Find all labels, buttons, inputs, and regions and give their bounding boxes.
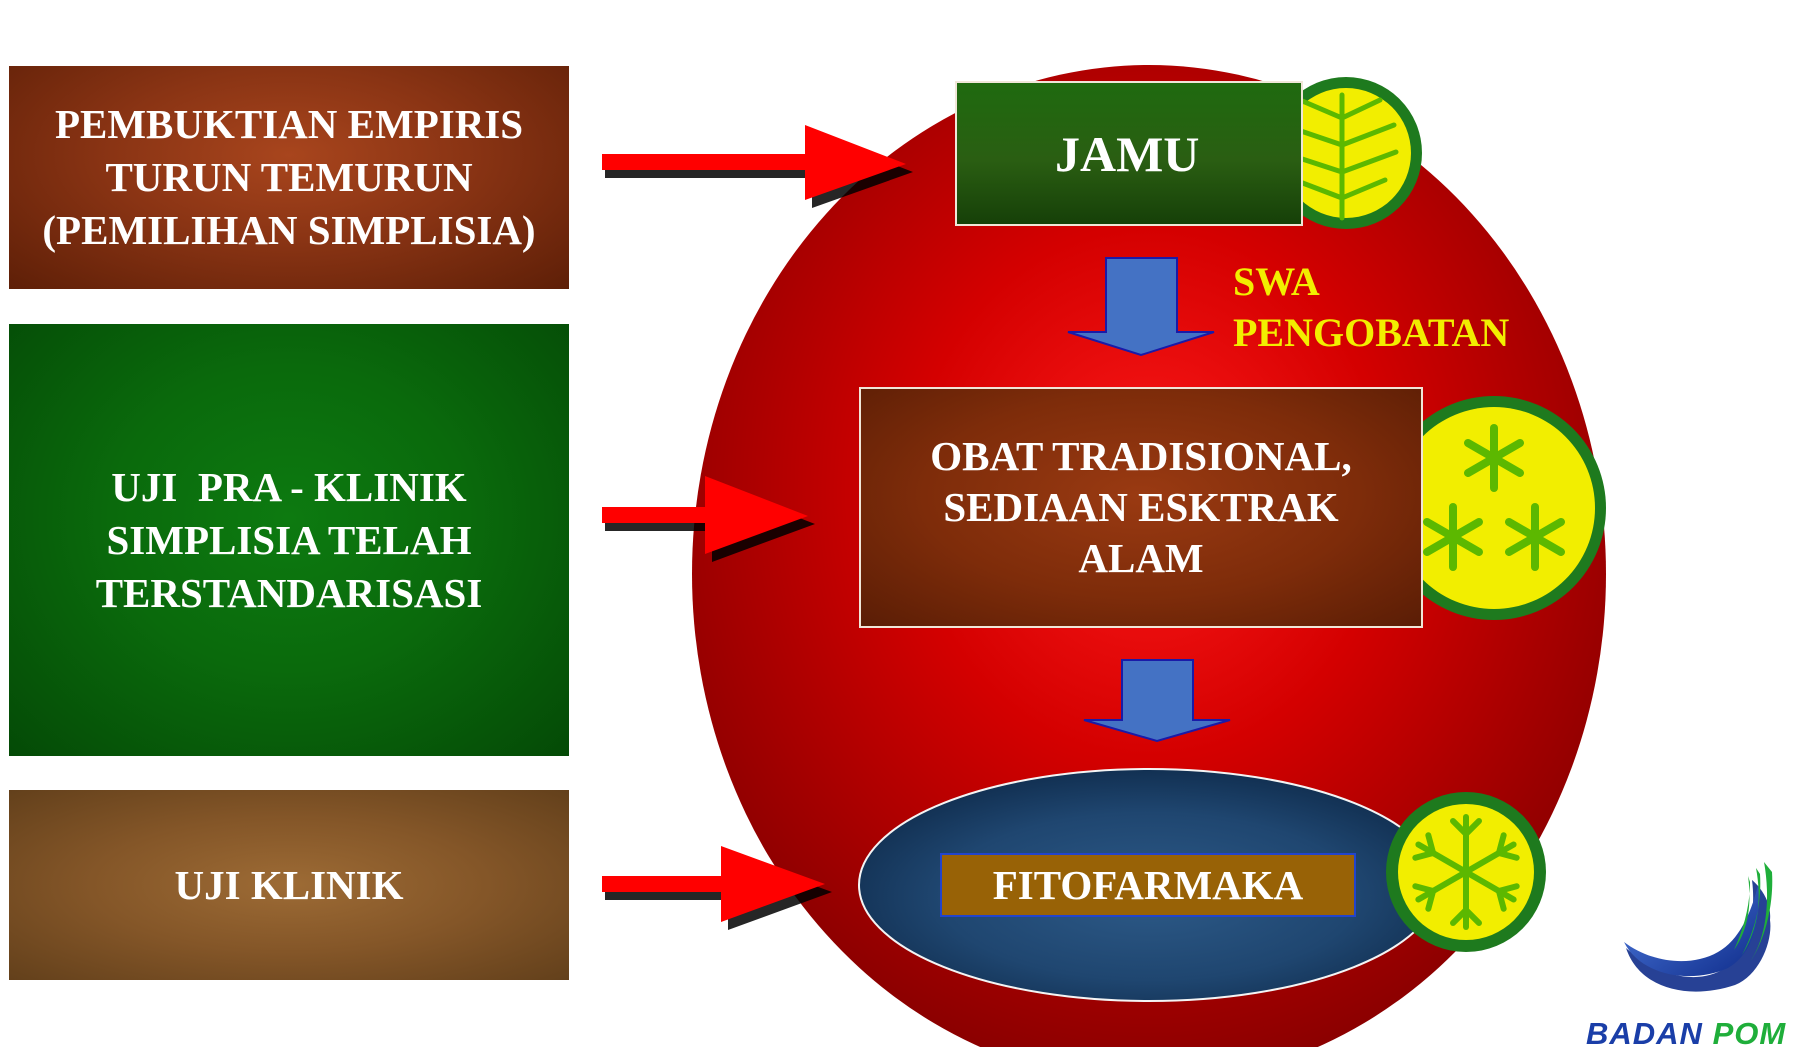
box-line: TERSTANDARISASI	[95, 569, 483, 616]
box-line: (PEMILIHAN SIMPLISIA)	[42, 207, 536, 253]
arrow-to-obat	[602, 476, 815, 562]
snowflake-star-icon	[1386, 792, 1546, 952]
logo-text-badan: BADAN	[1586, 1016, 1703, 1051]
leaf-branch-icon	[1270, 77, 1422, 229]
preclinical-test-box: UJI PRA - KLINIK SIMPLISIA TELAH TERSTAN…	[9, 324, 569, 756]
swa-line: SWA	[1233, 259, 1320, 304]
arrow-to-jamu	[602, 125, 913, 208]
obat-line: ALAM	[1078, 535, 1204, 581]
fitofarmaka-box: FITOFARMAKA	[940, 853, 1356, 917]
down-arrow-obat-to-fito	[1083, 659, 1231, 743]
box-line: PEMBUKTIAN EMPIRIS	[54, 101, 524, 147]
badan-pom-logo	[1624, 862, 1773, 992]
box-line: UJI KLINIK	[174, 861, 404, 908]
box-line: SIMPLISIA TELAH	[106, 516, 472, 563]
box-line: UJI PRA - KLINIK	[111, 463, 467, 510]
box-line: TURUN TEMURUN	[105, 154, 473, 200]
jamu-box: JAMU	[955, 81, 1303, 226]
down-arrow-jamu-to-obat	[1067, 257, 1215, 357]
empirical-proof-box: PEMBUKTIAN EMPIRIS TURUN TEMURUN (PEMILI…	[9, 66, 569, 289]
standardized-herbal-box: OBAT TRADISIONAL, SEDIAAN ESKTRAK ALAM	[859, 387, 1423, 628]
self-medication-label: SWA PENGOBATAN	[1233, 256, 1509, 358]
clinical-test-box: UJI KLINIK	[9, 790, 569, 980]
obat-line: OBAT TRADISIONAL,	[930, 433, 1352, 479]
fitofarmaka-label: FITOFARMAKA	[992, 862, 1304, 908]
three-stars-icon	[1382, 396, 1606, 620]
logo-text-pom: POM	[1712, 1016, 1787, 1051]
arrow-to-fito	[602, 846, 832, 930]
obat-line: SEDIAAN ESKTRAK	[943, 484, 1339, 530]
badan-pom-logo-text: BADAN POM	[1586, 1016, 1786, 1052]
jamu-label: JAMU	[1055, 125, 1200, 182]
swa-line: PENGOBATAN	[1233, 310, 1510, 355]
